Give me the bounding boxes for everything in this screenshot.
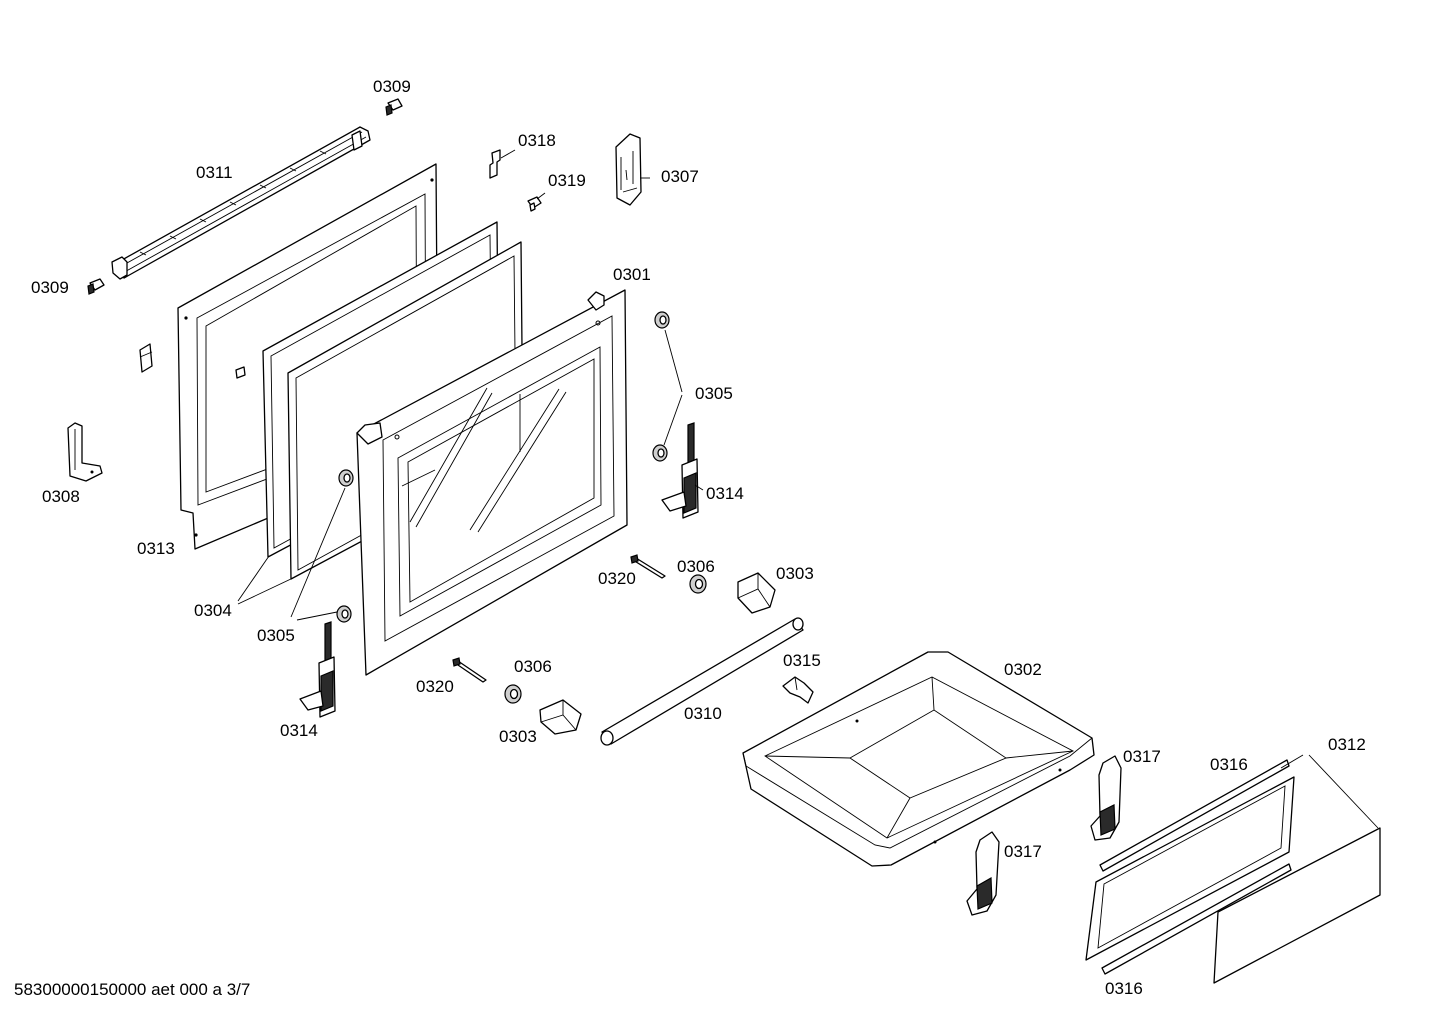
callout-0310: 0310 xyxy=(684,704,722,723)
callout-0309-left: 0309 xyxy=(31,278,69,297)
part-0320-screw-upper xyxy=(630,554,666,579)
part-0305-bushing-left-top xyxy=(338,469,354,487)
part-0305-bushing-right-top xyxy=(654,311,670,329)
callout-0317-upper: 0317 xyxy=(1123,747,1161,766)
callout-0314-right: 0314 xyxy=(706,484,744,503)
callout-0304: 0304 xyxy=(194,601,232,620)
part-0314-hinge-left xyxy=(299,621,336,718)
callout-0320-lower: 0320 xyxy=(416,677,454,696)
part-0309-screw-top xyxy=(385,98,403,116)
part-0316-strip-upper xyxy=(1099,759,1290,872)
callout-0320-upper: 0320 xyxy=(598,569,636,588)
part-0320-screw-lower xyxy=(452,657,487,683)
callout-0312: 0312 xyxy=(1328,735,1366,754)
callout-0317-lower: 0317 xyxy=(1004,842,1042,861)
part-0301-outer-door xyxy=(356,289,628,676)
part-0311-door-top-trim xyxy=(111,126,371,280)
part-0312-drawer-front-frame xyxy=(1085,776,1295,961)
callout-0303-upper: 0303 xyxy=(776,564,814,583)
callout-0309-top: 0309 xyxy=(373,77,411,96)
callout-0314-left: 0314 xyxy=(280,721,318,740)
part-0306-roller-upper xyxy=(689,574,707,594)
part-0309-screw-left xyxy=(87,278,105,295)
part-0312-drawer-front-panel xyxy=(1213,827,1381,984)
callout-0306-upper: 0306 xyxy=(677,557,715,576)
part-0308-bracket xyxy=(67,422,103,482)
part-0315-bracket xyxy=(782,676,814,704)
callout-0307: 0307 xyxy=(661,167,699,186)
part-0317-slide-rail-lower xyxy=(966,831,1000,916)
part-0314-hinge-right xyxy=(661,422,699,519)
part-0303-guide-lower xyxy=(539,699,582,735)
callout-0311: 0311 xyxy=(196,163,233,182)
callout-0303-lower: 0303 xyxy=(499,727,537,746)
part-0310-rod xyxy=(600,617,804,746)
part-0307-hinge-cover xyxy=(615,133,642,206)
document-code: 58300000150000 aet 000 a 3/7 xyxy=(14,980,251,999)
callout-0305-right: 0305 xyxy=(695,384,733,403)
part-0313-side-clip xyxy=(139,343,153,373)
callout-0308: 0308 xyxy=(42,487,80,506)
callout-0315: 0315 xyxy=(783,651,821,670)
part-0303-guide-upper xyxy=(737,572,776,614)
part-0305-bushing-left-bottom xyxy=(336,605,352,623)
part-0305-bushing-right-bottom xyxy=(652,444,668,462)
part-0306-roller-lower xyxy=(504,684,522,704)
callout-0306-lower: 0306 xyxy=(514,657,552,676)
callout-0302: 0302 xyxy=(1004,660,1042,679)
leader-lines xyxy=(237,149,1379,829)
part-0317-slide-rail-upper xyxy=(1090,755,1122,841)
callout-0316-upper: 0316 xyxy=(1210,755,1248,774)
part-0316-strip-lower xyxy=(1101,863,1292,975)
callout-0318: 0318 xyxy=(518,131,556,150)
part-0302-storage-drawer xyxy=(742,651,1095,867)
callout-0319: 0319 xyxy=(548,171,586,190)
callout-0313: 0313 xyxy=(137,539,175,558)
callout-0305-left: 0305 xyxy=(257,626,295,645)
part-0318-clip xyxy=(489,149,501,179)
callout-0301: 0301 xyxy=(613,265,651,284)
part-0319-bracket xyxy=(527,196,542,212)
callout-labels: 0309 0311 0318 0319 0307 0309 0301 0305 … xyxy=(31,77,1366,998)
callout-0316-lower: 0316 xyxy=(1105,979,1143,998)
